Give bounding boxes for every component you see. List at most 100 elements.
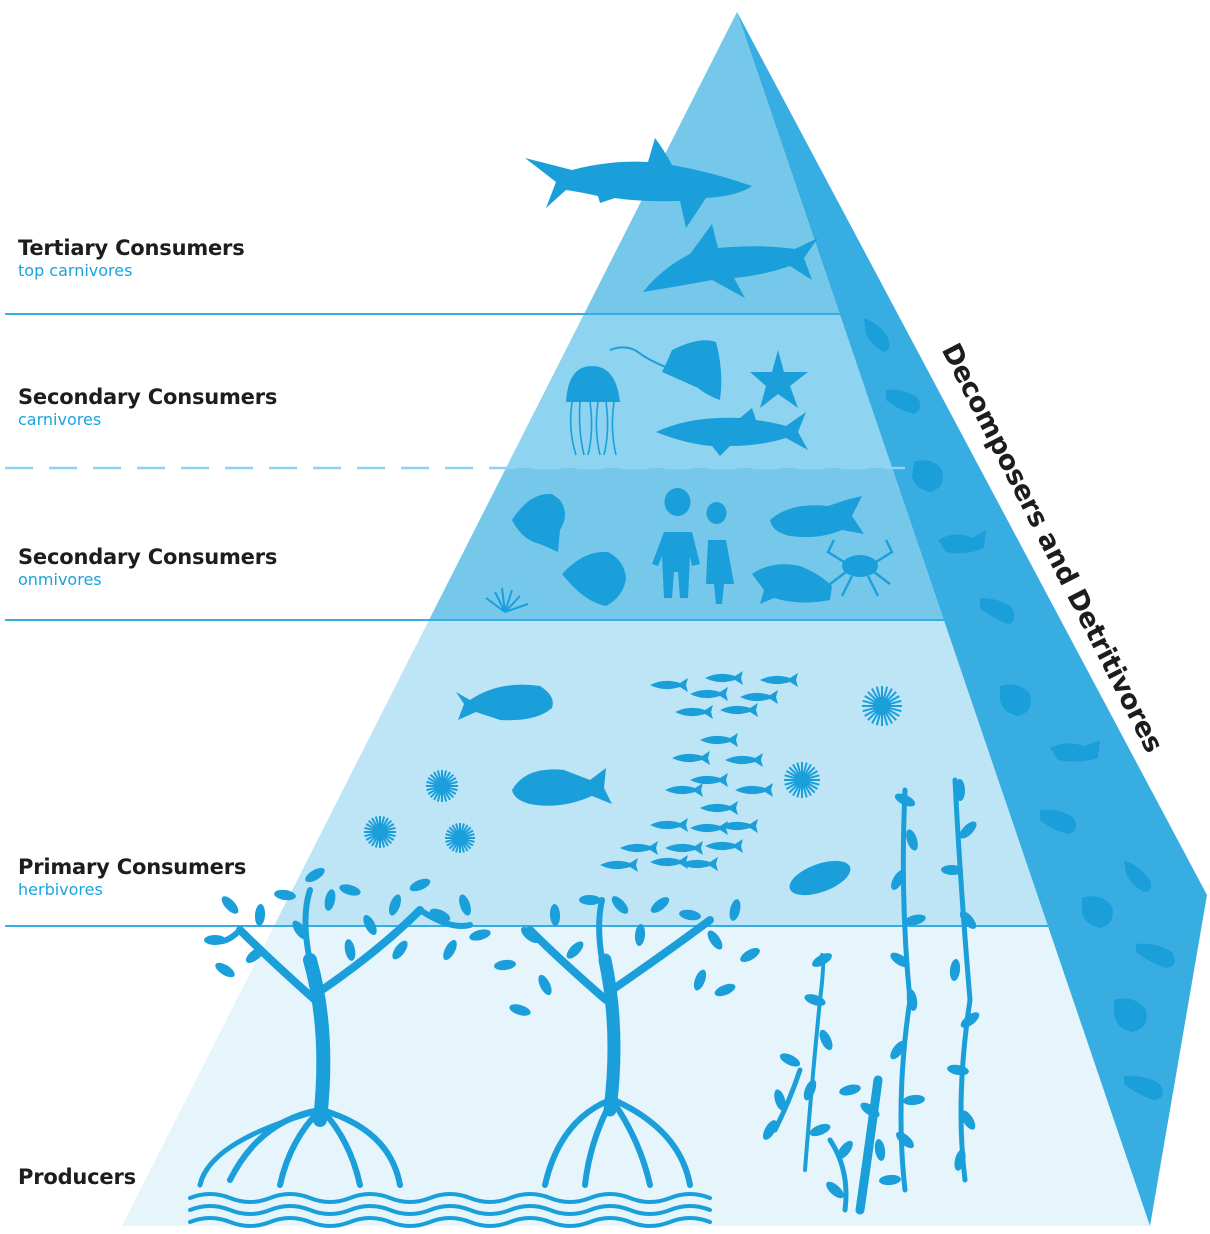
leaf-icon — [809, 1123, 831, 1137]
hermit-crab-icon — [912, 460, 943, 492]
small-fish-icon — [665, 783, 703, 797]
leaf-icon — [469, 929, 491, 941]
small-fish-icon — [700, 801, 738, 815]
tier-subtitle: carnivores — [18, 410, 102, 430]
sea-urchin-icon — [426, 770, 458, 802]
tier-label-secondary-omnivores: Secondary Consumers onmivores — [18, 545, 277, 590]
shrimp-icon — [886, 389, 921, 414]
leaf-icon — [803, 1079, 817, 1101]
leaf-icon — [960, 1110, 976, 1130]
leaf-icon — [305, 867, 325, 883]
mangrove-icon — [197, 887, 473, 1188]
leaf-icon — [634, 924, 646, 946]
leaf-icon — [812, 953, 832, 967]
leaf-icon — [579, 894, 601, 906]
leaf-icon — [409, 878, 431, 892]
coral-icon — [485, 587, 529, 613]
tier-title: Producers — [18, 1165, 136, 1189]
hermit-crab-icon — [1000, 684, 1031, 716]
small-fish-icon — [680, 857, 718, 871]
leaf-icon — [839, 1084, 861, 1096]
leaf-icon — [837, 1140, 853, 1160]
mackerel-icon — [656, 408, 808, 456]
tier-title: Primary Consumers — [18, 855, 247, 879]
seaweed-icon — [803, 953, 826, 1172]
tertiary-animals — [525, 138, 818, 298]
sea-urchin-icon — [784, 762, 820, 798]
small-fish-icon — [740, 690, 778, 704]
leaf-icon — [221, 896, 239, 914]
leaf-icon — [324, 889, 336, 911]
leaf-icon — [339, 884, 361, 896]
small-fish-icon — [760, 673, 798, 687]
small-fish-icon — [600, 858, 638, 872]
leaf-icon — [740, 948, 760, 962]
small-fish-icon — [690, 821, 728, 835]
sea-urchin-icon — [862, 686, 902, 726]
shrimp-icon — [1124, 1075, 1163, 1100]
sea-cucumber-icon — [938, 530, 986, 554]
leaf-icon — [819, 1029, 833, 1051]
small-fish-icon — [690, 773, 728, 787]
leaf-icon — [954, 1149, 966, 1171]
leaf-icon — [679, 909, 701, 921]
carnivore-animals — [566, 340, 808, 456]
shark-icon — [643, 224, 818, 298]
sea-urchin-group — [364, 686, 902, 853]
worm-icon — [864, 318, 890, 352]
tier-label-tertiary: Tertiary Consumers top carnivores — [18, 236, 245, 281]
water-line — [188, 1192, 712, 1204]
small-fish-icon — [620, 841, 658, 855]
leaf-icon — [363, 914, 377, 936]
small-fish-icon — [690, 687, 728, 701]
leaves-group — [204, 779, 980, 1199]
leaf-icon — [891, 870, 905, 890]
leaf-icon — [494, 959, 516, 971]
leaf-icon — [245, 947, 265, 963]
leaf-icon — [509, 1004, 531, 1016]
water-line — [188, 1216, 712, 1228]
stingray-tail — [609, 346, 669, 369]
leaf-icon — [826, 1181, 844, 1199]
small-fish-icon — [705, 839, 743, 853]
seagrass-icon — [827, 1137, 849, 1213]
child-icon — [652, 488, 700, 598]
jellyfish-icon — [566, 366, 620, 402]
small-fish-icon — [675, 705, 713, 719]
tier-label-primary: Primary Consumers herbivores — [18, 855, 246, 900]
leaf-icon — [520, 926, 540, 944]
tier-label-producers: Producers — [18, 1165, 136, 1189]
leaf-icon — [960, 1012, 980, 1028]
small-fish-icon — [650, 855, 688, 869]
leaf-icon — [874, 1139, 886, 1161]
seagrass-icon — [855, 1075, 883, 1215]
small-fish-icon — [650, 678, 688, 692]
leaf-icon — [292, 920, 308, 940]
sea-cucumber-icon — [1050, 740, 1100, 762]
fish-school-icon — [600, 671, 798, 872]
shark-icon — [525, 138, 752, 228]
leaf-icon — [903, 1094, 925, 1106]
small-fish-icon — [650, 818, 688, 832]
leaf-icon — [714, 983, 736, 997]
leaf-icon — [344, 939, 356, 961]
omnivore-animals — [485, 488, 894, 613]
starfish-icon — [750, 350, 808, 408]
leaf-icon — [890, 1040, 906, 1060]
leaf-icon — [947, 1064, 969, 1076]
tier-title: Tertiary Consumers — [18, 236, 245, 260]
small-fish-icon — [705, 671, 743, 685]
leaf-icon — [894, 793, 916, 807]
decomposer-animals — [864, 318, 1175, 1100]
shrimp-icon — [980, 598, 1015, 624]
small-fish-icon — [665, 841, 703, 855]
small-fish-icon — [720, 703, 758, 717]
leaf-icon — [549, 904, 561, 926]
small-fish-icon — [720, 819, 758, 833]
shrimp-icon — [1040, 809, 1076, 834]
angelfish-icon — [512, 493, 565, 552]
leaf-icon — [429, 908, 451, 922]
producer-plants — [188, 777, 973, 1228]
leaf-icon — [906, 829, 918, 851]
